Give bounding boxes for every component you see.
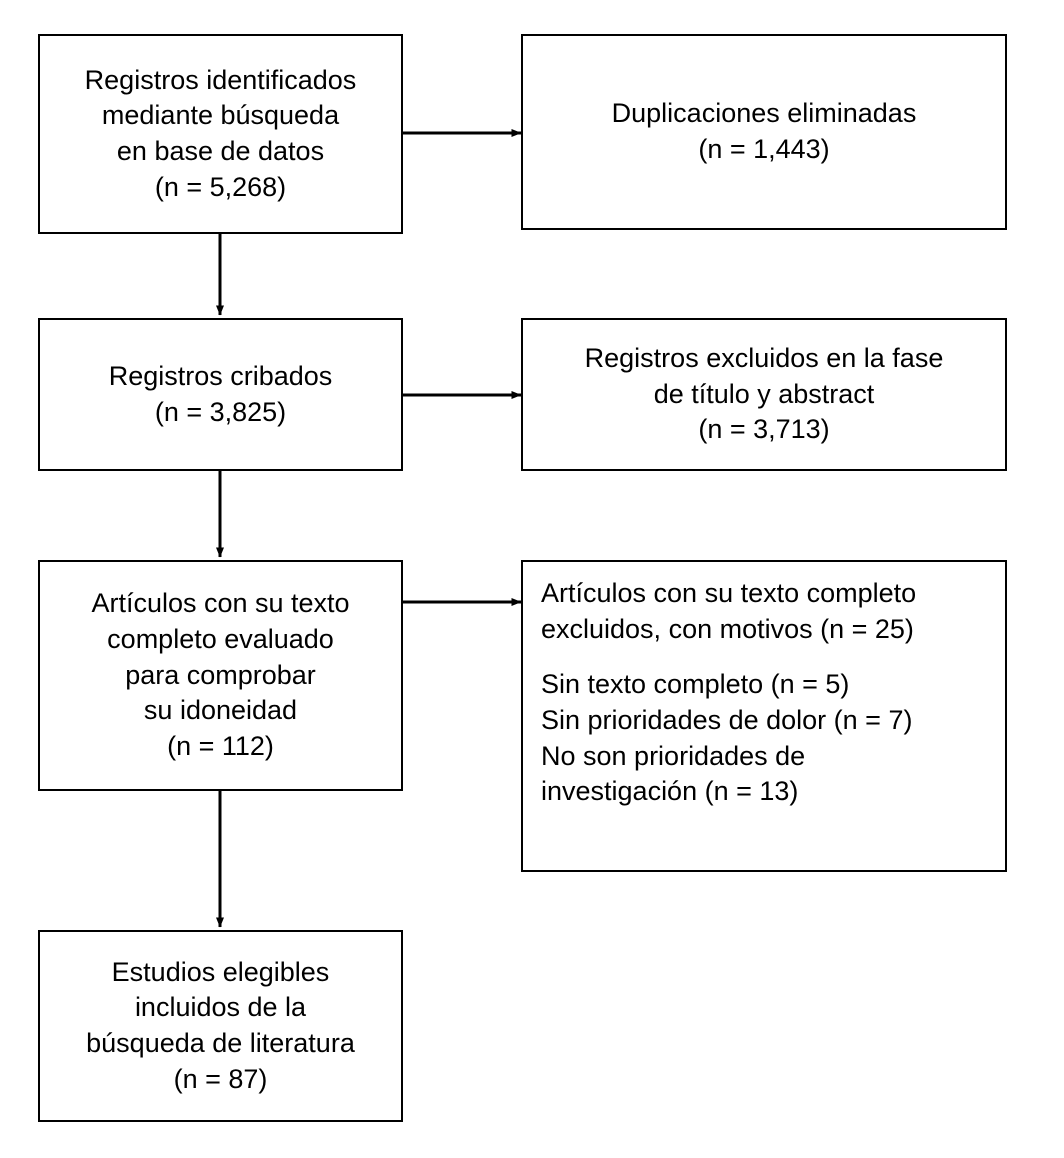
box-text-line: investigación (n = 13)	[541, 776, 799, 807]
box-text-line: Artículos con su texto	[91, 588, 350, 619]
box-text-line: Registros excluidos en la fase	[584, 343, 944, 374]
records-screened-box: Registros cribados (n = 3,825)	[38, 318, 403, 471]
box-text-line: en base de datos	[116, 136, 325, 166]
box-text-line: (n = 5,268)	[154, 171, 287, 202]
fulltext-assessed-box: Artículos con su texto completo evaluado…	[38, 560, 403, 791]
studies-included-box: Estudios elegibles incluidos de la búsqu…	[38, 930, 403, 1122]
box-text-line: (n = 1,443)	[698, 134, 830, 164]
box-text-line: (n = 112)	[167, 730, 274, 761]
box-text-line: Duplicaciones eliminadas	[611, 98, 917, 129]
box-text-line: completo evaluado	[107, 624, 334, 655]
box-text-line: Artículos con su texto completo	[541, 578, 917, 608]
box-text-line: Registros identificados	[84, 64, 357, 95]
box-text-line: Sin texto completo (n = 5)	[541, 669, 850, 700]
box-text-line: excluidos, con motivos (n = 25)	[541, 613, 914, 644]
records-excluded-screening-box: Registros excluidos en la fase de título…	[521, 318, 1007, 471]
fulltext-excluded-reasons-box: Artículos con su texto completo excluido…	[521, 560, 1007, 872]
duplicates-removed-box: Duplicaciones eliminadas (n = 1,443)	[521, 34, 1007, 230]
box-text-line: su idoneidad	[143, 695, 298, 726]
box-text-line: Sin prioridades de dolor (n = 7)	[541, 704, 913, 735]
box-text-line: incluidos de la	[134, 992, 307, 1023]
records-identified-box: Registros identificados mediante búsqued…	[38, 34, 403, 234]
box-text-line: Registros cribados	[108, 360, 333, 391]
box-text-line: Estudios elegibles	[111, 956, 330, 987]
box-text-line: de título y abstract	[653, 378, 875, 409]
box-text-line: (n = 3,713)	[698, 414, 830, 445]
box-text-line: búsqueda de literatura	[86, 1028, 355, 1058]
box-text-line: (n = 87)	[173, 1063, 268, 1094]
box-text-line: (n = 3,825)	[154, 396, 287, 427]
box-text-line: para comprobar	[125, 659, 316, 690]
box-text-line: No son prioridades de	[541, 740, 806, 771]
box-text-line: mediante búsqueda	[101, 100, 340, 131]
